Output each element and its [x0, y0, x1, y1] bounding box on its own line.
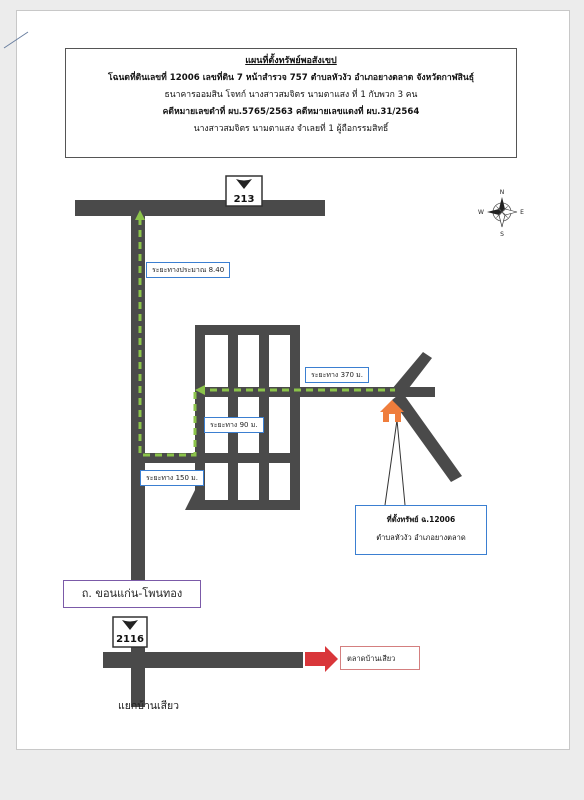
road-name-label: ถ. ขอนแก่น-โพนทอง — [63, 580, 201, 608]
grid-corner-spur — [185, 490, 205, 510]
road-370m — [195, 387, 435, 397]
garuda-emblem-icon — [236, 179, 252, 189]
grid-road-right — [290, 325, 300, 510]
grid-road-bottom — [195, 500, 300, 510]
distance-label-90m: ระยะทาง 90 ม. — [204, 417, 264, 433]
header-box: แผนที่ตั้งทรัพย์พอสังเขป โฉนดที่ดินเลขที… — [65, 48, 517, 158]
compass-e: E — [520, 209, 524, 216]
grid-road-top — [195, 325, 300, 335]
compass-w: W — [478, 209, 484, 216]
market-arrow-icon — [305, 646, 338, 672]
garuda-emblem-icon — [122, 620, 138, 630]
highway-213-shield: 213 — [225, 175, 263, 207]
map-title: แผนที่ตั้งทรัพย์พอสังเขป — [245, 56, 337, 66]
distance-label-150m: ระยะทาง 150 ม. — [140, 470, 204, 486]
property-location-label: ตำบลหัวงัว อำเภอยางตลาด — [376, 533, 466, 542]
route-path — [138, 218, 395, 457]
plaintiff-info: ธนาคารออมสิน โจทก์ นางสาวสมจิตร นามตาแสง… — [164, 90, 418, 100]
route-arrow-icon — [195, 385, 205, 395]
case-numbers: คดีหมายเลขดำที่ ผบ.5765/2563 คดีหมายเลขแ… — [162, 107, 420, 117]
owner-info: นางสาวสมจิตร นามตาแสง จำเลยที่ 1 ผู้ถือก… — [193, 124, 389, 134]
pointer-lines — [384, 419, 406, 506]
market-label: ตลาดบ้านเสียว — [340, 646, 420, 670]
distance-label-approx: ระยะทางประมาณ 8.40 — [146, 262, 231, 278]
deed-info: โฉนดที่ดินเลขที่ 12006 เลขที่ดิน 7 หน้าส… — [108, 73, 474, 83]
staple-mark — [3, 31, 29, 49]
highway-2116-number: 2116 — [116, 634, 144, 645]
house-icon — [380, 400, 404, 422]
highway-213-road — [75, 200, 325, 216]
compass-icon: N S E W — [478, 189, 524, 238]
compass-n: N — [500, 189, 505, 196]
diagonal-road-up — [392, 352, 432, 397]
junction-label: แยกบ้านเสียว — [118, 700, 180, 712]
highway-2116-shield: 2116 — [112, 616, 148, 648]
diagonal-road-down — [392, 392, 462, 482]
route-arrow-icon — [135, 210, 145, 220]
compass-s: S — [500, 231, 504, 238]
highway-213-number: 213 — [234, 194, 255, 205]
grid-road-left — [195, 325, 205, 510]
road-150m — [140, 453, 300, 463]
highway-2116-road — [103, 652, 303, 668]
property-label-box: ที่ตั้งทรัพย์ ฉ.12006 ตำบลหัวงัว อำเภอยา… — [355, 505, 487, 555]
main-vertical-road — [131, 214, 145, 604]
distance-label-370m: ระยะทาง 370 ม. — [305, 367, 369, 383]
grid-road-3 — [259, 325, 269, 510]
property-deed-label: ที่ตั้งทรัพย์ ฉ.12006 — [386, 515, 456, 524]
